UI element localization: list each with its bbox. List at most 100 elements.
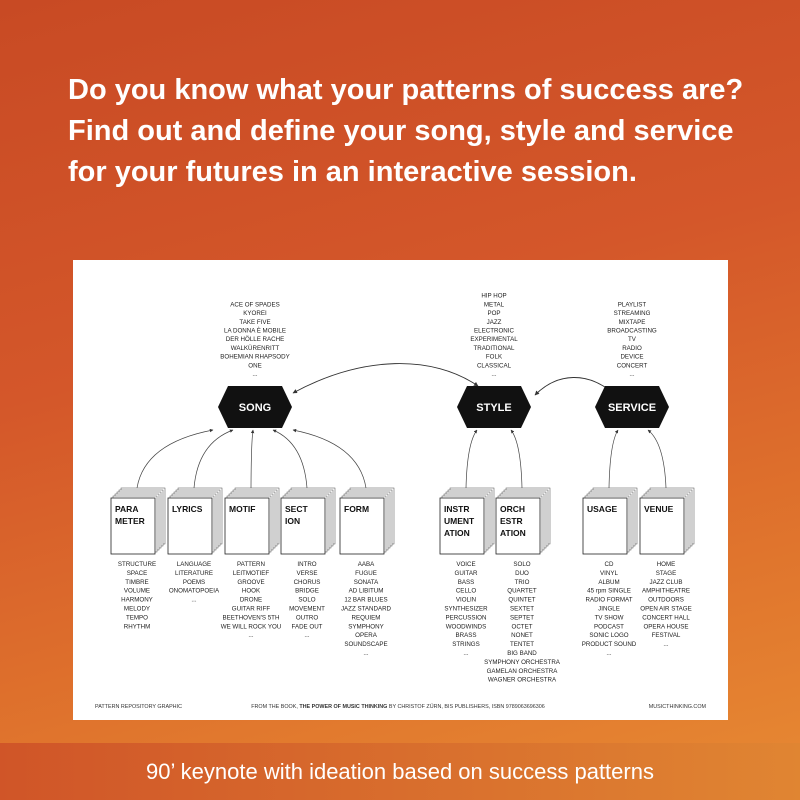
card-example: FUGUE (355, 570, 377, 577)
card-example: HOME (657, 561, 676, 568)
card-example: ... (463, 650, 468, 657)
song-example: DER HÖLLE RACHE (226, 336, 284, 343)
card-example: TIMBRE (125, 579, 148, 586)
card-example: ONOMATOPOEIA (169, 588, 220, 595)
card-example: STAGE (656, 570, 677, 577)
service-example: RADIO (622, 345, 642, 352)
song-example: ONE (248, 362, 261, 369)
credit-suffix: BY CHRISTOF ZÜRN, BIS PUBLISHERS, ISBN 9… (387, 703, 544, 710)
headline: Do you know what your patterns of succes… (68, 74, 744, 188)
card-to-hub-arrow (647, 429, 667, 489)
style-example: TRADITIONAL (474, 345, 515, 352)
card-example: SYMPHONY (348, 623, 383, 630)
card-example: BRIDGE (295, 588, 319, 595)
card-example: OUTDOORS (648, 597, 684, 604)
service-hub (595, 386, 669, 428)
card-to-hub-arrow (292, 428, 367, 489)
card-example: SOUNDSCAPE (344, 641, 387, 648)
card-example: TRIO (515, 579, 530, 586)
style-example: EXPERIMENTAL (470, 336, 518, 343)
card-example: GUITAR RIFF (232, 606, 271, 613)
card-example: AABA (358, 561, 375, 568)
card-example: SPACE (127, 570, 148, 577)
footer-tagline: 90’ keynote with ideation based on succe… (146, 759, 654, 784)
service-example: TV (628, 336, 637, 343)
pattern-card-label: ATION (500, 528, 526, 538)
pattern-card-label: VENUE (644, 504, 674, 514)
pattern-card (224, 497, 270, 555)
card-example: RHYTHM (124, 623, 150, 630)
pattern-card-label: ION (285, 516, 300, 526)
card-example: LITERATURE (175, 570, 213, 577)
card-example: VIOLIN (456, 597, 476, 604)
card-example: SYNTHESIZER (444, 606, 488, 613)
pattern-card (495, 497, 541, 555)
card-example: WOODWINDS (446, 623, 487, 630)
card-example: PERCUSSION (446, 614, 487, 621)
card-example: HARMONY (121, 597, 153, 604)
card-example: CONCERT HALL (642, 614, 690, 621)
song-hub (218, 386, 292, 428)
pattern-card-label: ORCH (500, 504, 525, 514)
card-example: JINGLE (598, 606, 620, 613)
card-example: TEMPO (126, 614, 148, 621)
service-example: BROADCASTING (607, 328, 657, 335)
card-example: LEITMOTIEF (233, 570, 270, 577)
pattern-card-label: USAGE (587, 504, 618, 514)
style-example: ... (491, 371, 496, 378)
pattern-card-label: FORM (344, 504, 369, 514)
card-example: MELODY (124, 606, 150, 613)
card-example: OPEN AIR STAGE (640, 606, 691, 613)
card-example: OPERA (355, 632, 378, 639)
style-example: FOLK (486, 354, 503, 361)
card-example: OPERA HOUSE (643, 623, 688, 630)
card-to-hub-arrow (465, 429, 478, 489)
pattern-card (582, 497, 628, 555)
card-example: BEETHOVEN'S 5TH (223, 614, 280, 621)
card-to-hub-arrow (608, 429, 619, 489)
card-example: VERSE (297, 570, 318, 577)
card-example: INTRO (297, 561, 316, 568)
style-hub (457, 386, 531, 428)
card-to-hub-arrow (193, 429, 234, 489)
card-example: SEPTET (510, 614, 534, 621)
card-example: ... (304, 632, 309, 639)
pattern-card (110, 497, 156, 555)
card-example: VOLUME (124, 588, 150, 595)
service-example: STREAMING (614, 310, 651, 317)
song-hub-label: SONG (239, 402, 271, 414)
card-example: WAGNER ORCHESTRA (488, 677, 557, 684)
card-example: SONIC LOGO (589, 632, 628, 639)
pattern-card (639, 497, 685, 555)
card-example: SONATA (354, 579, 379, 586)
card-example: ... (606, 650, 611, 657)
footer-band (0, 743, 800, 800)
graphic-footer-website: MUSICTHINKING.COM (649, 704, 707, 710)
card-example: PODCAST (594, 623, 624, 630)
card-example: FADE OUT (292, 623, 323, 630)
card-example: 45 rpm SINGLE (587, 588, 631, 595)
card-to-hub-arrow (272, 429, 308, 489)
card-example: JAZZ CLUB (649, 579, 682, 586)
card-example: DUO (515, 570, 529, 577)
song-example: WALKÜRENRITT (231, 345, 280, 352)
pattern-card (439, 497, 485, 555)
card-example: VINYL (600, 570, 618, 577)
book-title: THE POWER OF MUSIC THINKING (299, 704, 387, 710)
song-example: BOHEMIAN RHAPSODY (220, 354, 289, 361)
card-example: CHORUS (294, 579, 321, 586)
card-to-hub-arrow (136, 428, 214, 489)
card-example: OCTET (512, 623, 533, 630)
pattern-card-label: MOTIF (229, 504, 255, 514)
pattern-card (167, 497, 213, 555)
card-example: CD (605, 561, 614, 568)
card-example: LANGUAGE (177, 561, 211, 568)
card-example: BRASS (456, 632, 477, 639)
song-example: KYOREI (243, 310, 267, 317)
card-example: RADIO FORMAT (586, 597, 633, 604)
card-example: SOLO (298, 597, 315, 604)
credit-prefix: FROM THE BOOK, (251, 704, 299, 710)
card-example: OUTRO (296, 614, 319, 621)
